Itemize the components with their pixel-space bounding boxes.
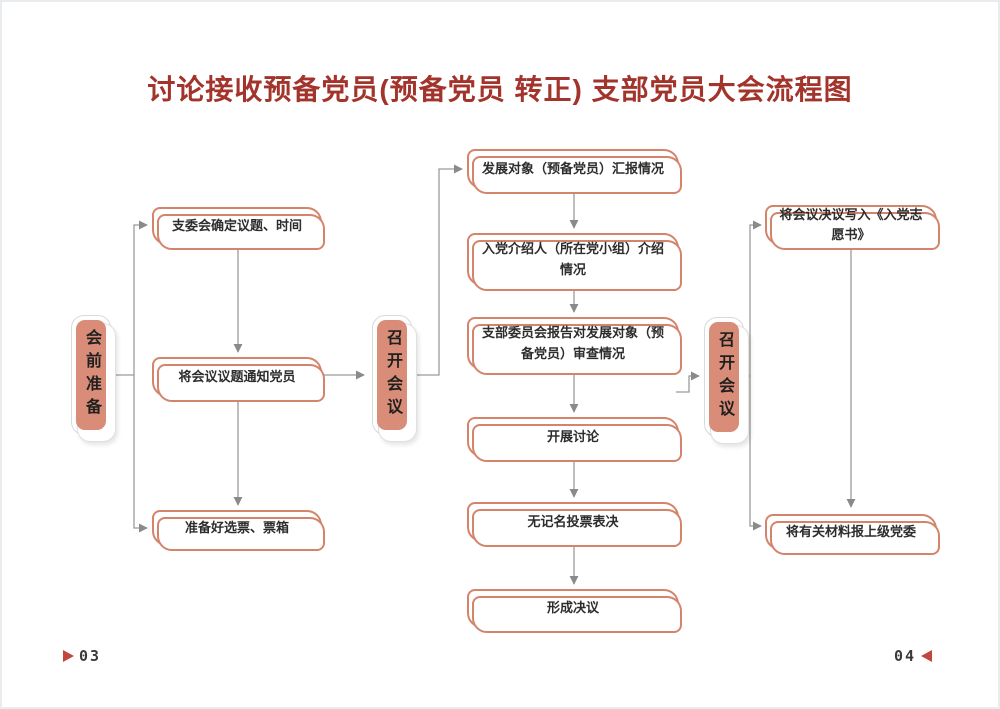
footer-page-left: 03 [63,647,101,665]
stage-hold-meeting-2-label: 召开会议 [709,322,739,432]
connector-trunk-to-r2 [749,376,762,531]
step-confirm-topic-time: 支委会确定议题、时间 [152,207,325,250]
footer-page-right: 04 [894,647,932,665]
connector-trunk-to-l1 [133,220,148,375]
step-introducer-intro: 入党介绍人（所在党小组）介绍情况 [467,233,682,291]
stage-hold-meeting-label: 召开会议 [377,320,407,430]
step-prepare-ballots: 准备好选票、票箱 [152,510,325,551]
stage-pre-meeting-label: 会前准备 [76,320,106,430]
stage-hold-meeting: 召开会议 [372,315,417,442]
page-title: 讨论接收预备党员(预备党员 转正) 支部党员大会流程图 [147,74,853,105]
step-candidate-report: 发展对象（预备党员）汇报情况 [467,149,682,194]
stage-hold-meeting-2: 召开会议 [704,317,749,444]
stage-pre-meeting: 会前准备 [71,315,116,442]
step-discussion: 开展讨论 [467,417,682,462]
step-report-materials: 将有关材料报上级党委 [765,514,940,555]
connector-m3-stage-post [676,371,700,393]
page-marker-left-triangle-icon [921,650,932,662]
page-number-right: 04 [893,647,916,665]
page-number-left: 03 [79,647,102,665]
connector-trunk-to-r1 [749,220,762,376]
connector-stage-mid-to-m1 [413,164,463,376]
page-marker-right-triangle-icon [63,650,74,662]
step-write-resolution: 将会议决议写入《入党志愿书》 [765,205,940,250]
step-committee-review-report: 支部委员会报告对发展对象（预备党员）审查情况 [467,317,682,375]
step-notify-members: 将会议议题通知党员 [152,357,325,402]
connector-trunk-to-l3 [133,375,148,533]
step-form-resolution: 形成决议 [467,589,682,633]
step-secret-ballot: 无记名投票表决 [467,502,682,547]
